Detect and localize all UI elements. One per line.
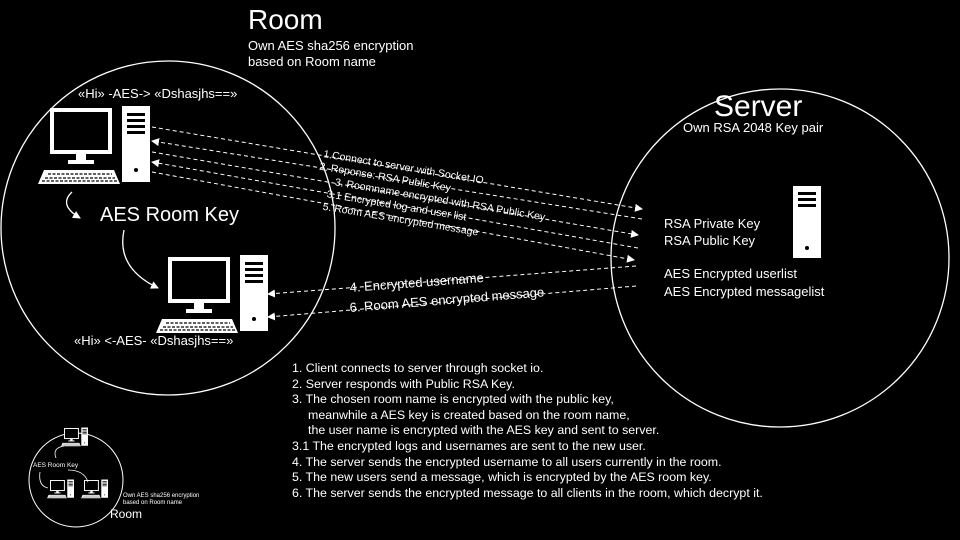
arrow-step-3-1	[151, 159, 639, 249]
arrow-step-3	[151, 151, 639, 238]
room-circle	[0, 60, 336, 396]
step-item: 4. The server sends the encrypted userna…	[292, 454, 722, 469]
aes-room-key-label: AES Room Key	[100, 204, 239, 226]
mini-arrow-left	[39, 471, 49, 489]
server-title: Server	[714, 90, 803, 123]
client-computer-top-icon	[37, 105, 151, 185]
arrow-step-2	[151, 138, 643, 220]
server-key-private: RSA Private Key	[664, 216, 761, 231]
arrow-step-5	[151, 171, 635, 263]
mini-arrow-top	[54, 445, 65, 459]
mini-computer-right-icon	[80, 479, 109, 499]
room-title: Room	[248, 4, 323, 35]
arrow-step-6	[267, 285, 637, 321]
server-store-messagelist: AES Encrypted messagelist	[664, 284, 825, 299]
mini-room-key-label: AES Room Key	[33, 462, 79, 469]
room-key-arrow-down	[122, 229, 159, 289]
mini-room-subtitle: Own AES sha256 encryption based on Room …	[123, 493, 199, 507]
server-key-public: RSA Public Key	[664, 233, 756, 248]
arrow-step-1	[151, 126, 643, 212]
mini-computer-top-icon	[60, 427, 89, 447]
mini-room-circle	[28, 432, 124, 528]
lower-arrows	[267, 265, 637, 321]
server-tower-icon	[793, 186, 821, 258]
step-item: 2. Server responds with Public RSA Key.	[292, 376, 515, 391]
aes-encrypt-example: «Hi» -AES-> «Dshasjhs==»	[78, 86, 238, 101]
mini-computer-left-icon	[46, 479, 75, 499]
step-item: the user name is encrypted with the AES …	[308, 423, 660, 438]
step-item: meanwhile a AES key is created based on …	[308, 407, 630, 422]
room-subtitle-line-2: based on Room name	[248, 54, 376, 69]
aes-decrypt-example: «Hi» <-AES- «Dshasjhs==»	[74, 333, 234, 348]
server-subtitle: Own RSA 2048 Key pair	[683, 120, 824, 135]
mini-arrow-right	[67, 469, 89, 483]
step-item: 5. The new users send a message, which i…	[292, 470, 712, 485]
mini-room-title: Room	[110, 507, 143, 521]
mini-room-subtitle-line-2: based on Room name	[123, 500, 183, 506]
server-store-userlist: AES Encrypted userlist	[664, 266, 797, 281]
mini-room-subtitle-line-1: Own AES sha256 encryption	[123, 493, 200, 499]
step-item: 1. Client connects to server through soc…	[292, 361, 544, 375]
upper-arrows	[151, 126, 643, 263]
steps-list: 1. Client connects to server through soc…	[292, 361, 763, 501]
arrow-step-4	[267, 265, 637, 298]
step-item: 6. The server sends the encrypted messag…	[292, 485, 763, 500]
server-circle	[610, 88, 950, 428]
client-computer-bottom-icon	[155, 254, 269, 334]
room-key-arrow-up	[65, 191, 81, 219]
room-subtitle-line-1: Own AES sha256 encryption	[248, 38, 414, 53]
step-item: 3.1 The encrypted logs and usernames are…	[292, 438, 646, 453]
step-item: 3. The chosen room name is encrypted wit…	[292, 392, 614, 407]
room-subtitle: Own AES sha256 encryption based on Room …	[248, 38, 414, 70]
